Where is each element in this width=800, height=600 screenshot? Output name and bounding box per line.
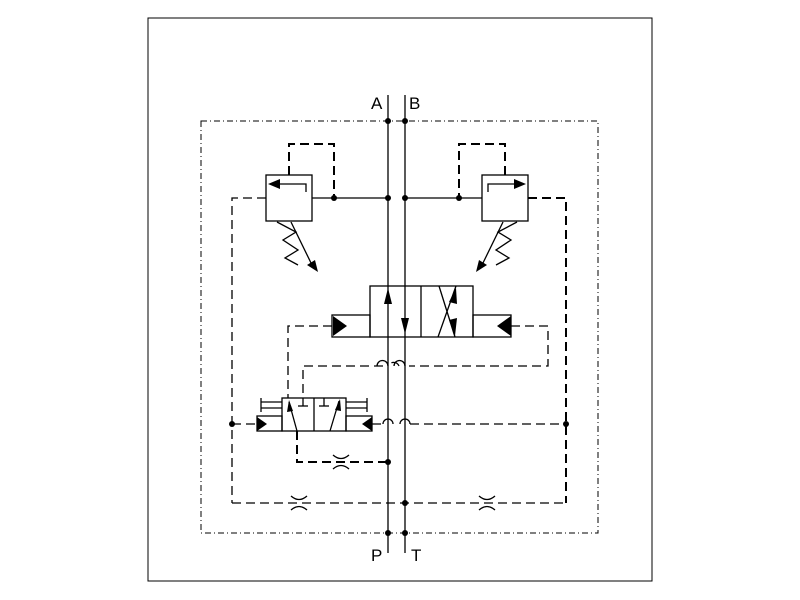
relief-valve-right <box>405 143 567 503</box>
manual-lever-right-icon <box>346 398 368 412</box>
assembly-boundary <box>200 120 599 534</box>
port-label-p: P <box>371 546 382 565</box>
spring-icon <box>494 221 518 266</box>
actuator-right-icon <box>362 417 372 431</box>
outer-frame <box>147 17 653 582</box>
orifice-icon <box>290 495 308 511</box>
pilot-actuator-right-icon <box>497 316 511 336</box>
port-label-t: T <box>411 546 421 565</box>
pilot-valve <box>256 397 373 432</box>
spring-icon <box>276 221 300 266</box>
relief-valve-left <box>231 143 388 503</box>
main-directional-valve <box>331 285 512 338</box>
adjust-arrow-icon <box>307 260 318 272</box>
junction-dots <box>229 118 569 536</box>
actuator-left-icon <box>257 417 267 431</box>
adjust-arrow-icon <box>476 260 487 272</box>
pilot-actuator-left-icon <box>333 316 347 336</box>
orifice-icon <box>478 495 496 511</box>
port-label-b: B <box>409 94 420 113</box>
orifice-icon <box>332 454 350 470</box>
manual-lever-left-icon <box>260 398 282 412</box>
port-label-a: A <box>371 94 383 113</box>
